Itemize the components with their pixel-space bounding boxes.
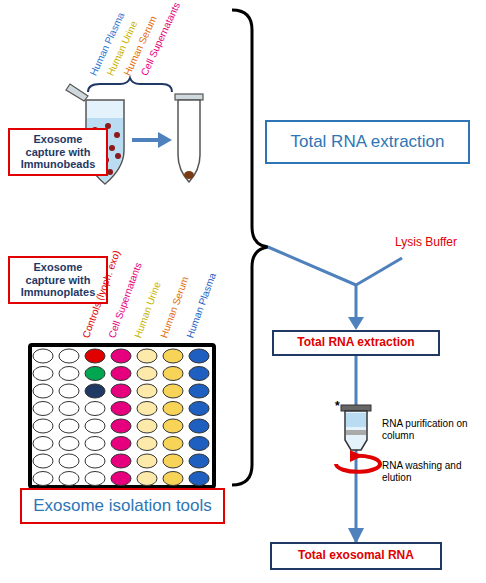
merge-line <box>356 258 402 285</box>
plate-well <box>137 419 157 433</box>
arrow-head <box>158 132 172 148</box>
plate-well <box>189 419 209 433</box>
plate-well <box>85 402 105 416</box>
tube-body <box>178 100 200 182</box>
plate-well <box>137 454 157 468</box>
plate-well <box>189 437 209 451</box>
process-box: Total RNA extraction <box>265 120 470 164</box>
plate-well <box>137 384 157 398</box>
plate-well <box>33 472 53 486</box>
merge-line <box>355 285 358 320</box>
plate-well <box>85 349 105 363</box>
sample-brace <box>88 78 172 92</box>
pellet-tube <box>175 94 203 182</box>
plate-well <box>189 472 209 486</box>
exosome-pellet <box>184 171 194 179</box>
plate-well <box>163 367 183 381</box>
plate-well <box>59 419 79 433</box>
plate-well <box>189 402 209 416</box>
column-liquid <box>346 413 366 427</box>
plate-well <box>85 367 105 381</box>
plate-well <box>85 454 105 468</box>
arrow-head <box>348 317 364 330</box>
plate-well <box>137 402 157 416</box>
plate-well <box>111 437 131 451</box>
plate-well <box>59 384 79 398</box>
box-text: Total exosomal RNA <box>298 549 414 563</box>
plate-well <box>59 437 79 451</box>
plate-wells <box>33 349 209 486</box>
plate-well <box>59 472 79 486</box>
spin-column <box>345 411 367 450</box>
plate-well <box>189 454 209 468</box>
plate-well <box>137 349 157 363</box>
plate-well <box>85 419 105 433</box>
plate-well <box>163 402 183 416</box>
plate-well <box>59 454 79 468</box>
note-label: Lysis Buffer <box>395 236 457 250</box>
plate-well <box>33 367 53 381</box>
column-cap <box>341 405 371 411</box>
plate-well <box>111 367 131 381</box>
plate-well <box>33 402 53 416</box>
box-text: Exosome capture with Immunoplates <box>18 261 98 299</box>
plate-well <box>59 402 79 416</box>
process-arrow <box>132 132 172 148</box>
plate-well <box>33 437 53 451</box>
plate-well <box>33 454 53 468</box>
plate-well <box>163 472 183 486</box>
plate-well <box>85 384 105 398</box>
well-plate <box>30 345 214 487</box>
plate-well <box>111 419 131 433</box>
merge-line <box>268 247 356 285</box>
plate-well <box>189 349 209 363</box>
plate-well <box>33 349 53 363</box>
process-box: Exosome isolation tools <box>20 488 225 524</box>
tube-lid <box>175 94 203 100</box>
process-box: Exosome capture with Immunobeads <box>8 128 108 176</box>
plate-well <box>85 472 105 486</box>
plate-well <box>59 349 79 363</box>
plate-well <box>163 349 183 363</box>
plate-well <box>137 367 157 381</box>
plate-well <box>59 367 79 381</box>
plate-well <box>111 472 131 486</box>
box-text: Exosome capture with Immunobeads <box>18 133 98 171</box>
plate-well <box>189 384 209 398</box>
curly-bracket <box>232 10 268 485</box>
box-text: Exosome isolation tools <box>33 496 212 516</box>
plate-well <box>111 384 131 398</box>
note-label: RNA washing and elution <box>382 460 472 483</box>
plate-well <box>163 419 183 433</box>
plate-well <box>137 437 157 451</box>
flow-arrow <box>355 356 358 542</box>
plate-well <box>111 402 131 416</box>
plate-well <box>189 367 209 381</box>
plate-well <box>163 384 183 398</box>
plate-well <box>163 437 183 451</box>
plate-well <box>33 384 53 398</box>
note-label: * <box>335 400 340 414</box>
plate-well <box>33 419 53 433</box>
box-text: Total RNA extraction <box>290 132 444 152</box>
column-membrane <box>346 430 366 435</box>
tube-lid <box>66 84 88 101</box>
plate-well <box>111 454 131 468</box>
plate-well <box>137 472 157 486</box>
process-box: Total exosomal RNA <box>270 542 442 570</box>
plate-well <box>163 454 183 468</box>
merge-lines <box>268 247 402 320</box>
note-label: RNA purification on column <box>382 418 482 441</box>
sample-label: Human Urine <box>132 280 163 339</box>
plate-well <box>85 437 105 451</box>
process-box: Total RNA extraction <box>272 330 440 356</box>
plate-well <box>111 349 131 363</box>
box-text: Total RNA extraction <box>297 336 414 350</box>
arrow-shaft <box>132 138 160 142</box>
